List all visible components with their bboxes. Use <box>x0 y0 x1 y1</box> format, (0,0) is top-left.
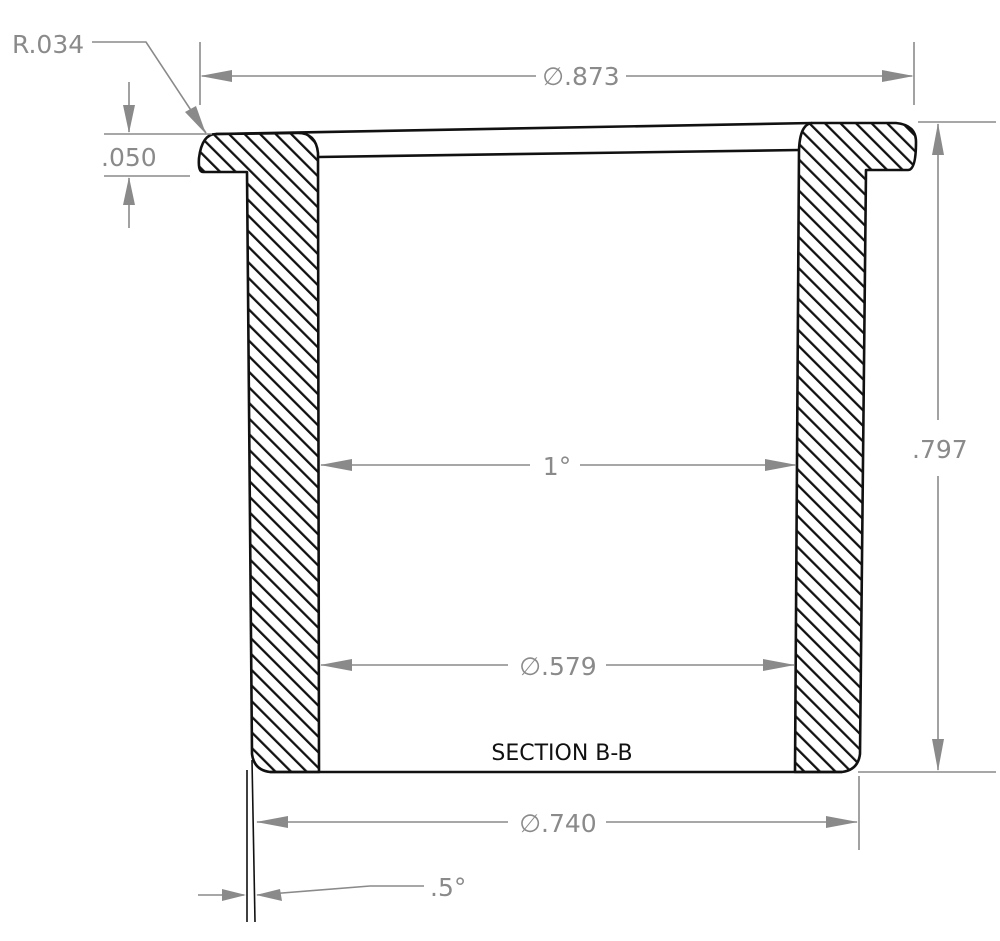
flange-diameter-label: ∅.873 <box>542 62 619 91</box>
outer-diameter-dim: ∅.740 <box>246 759 860 923</box>
rim-inner-line <box>317 148 800 159</box>
part-section <box>197 121 918 774</box>
taper-angle-dim: 1° <box>320 452 797 481</box>
draft-angle-dim: .5° <box>198 873 466 902</box>
inner-diameter-label: ∅.579 <box>519 652 596 681</box>
outer-diameter-label: ∅.740 <box>519 809 596 838</box>
flange-thickness-label: .050 <box>101 143 157 172</box>
right-wall-section <box>793 121 918 774</box>
left-wall-section <box>197 131 321 774</box>
fillet-radius-dim: R.034 <box>12 30 207 134</box>
flange-thickness-dim: .050 <box>101 82 212 228</box>
draft-angle-label: .5° <box>430 873 466 902</box>
taper-angle-label: 1° <box>543 452 571 481</box>
inner-diameter-dim: ∅.579 <box>320 652 795 681</box>
rim-top-line <box>215 121 813 136</box>
overall-height-label: .797 <box>912 435 968 464</box>
section-label: SECTION B-B <box>491 741 632 766</box>
fillet-radius-label: R.034 <box>12 30 84 59</box>
flange-diameter-dim: ∅.873 <box>199 42 915 105</box>
overall-height-dim: .797 <box>858 121 996 773</box>
